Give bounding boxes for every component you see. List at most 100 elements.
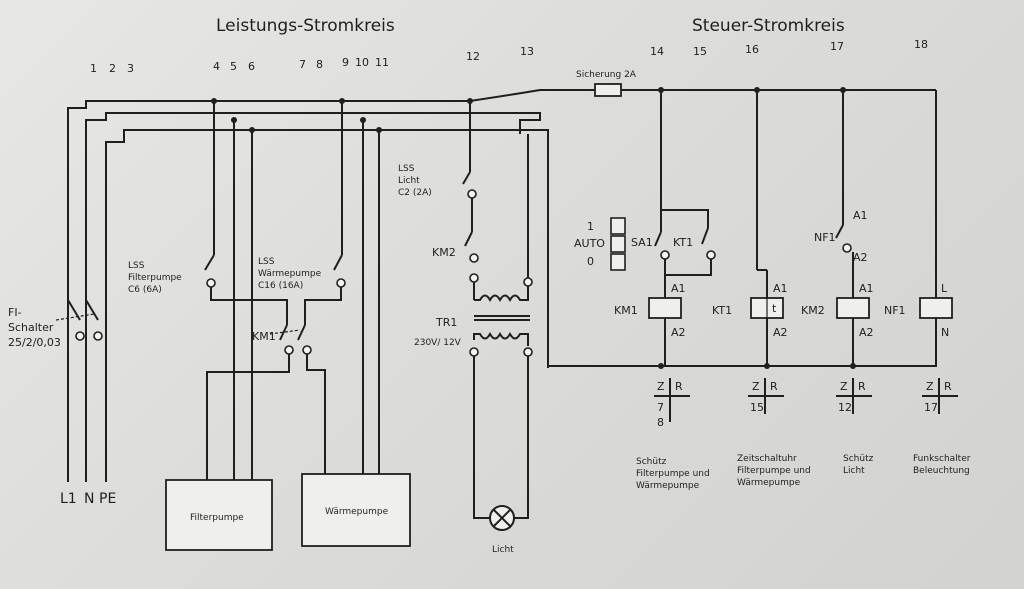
column-number: 12 [466, 50, 480, 63]
lss-heat-label-line1: LSS [258, 257, 275, 267]
column-number: 1 [90, 62, 97, 75]
contact-reference-km2 [836, 378, 872, 414]
kt1-coil-a2: A2 [773, 326, 788, 339]
contact-reference-kt1 [748, 378, 784, 414]
nf1-coil [919, 297, 953, 319]
km1-ref-z: Z [657, 380, 665, 393]
lss-heat-label-line2: Wärmepumpe [258, 269, 322, 279]
km1-coil-a2: A2 [671, 326, 686, 339]
km1-ref-value-b: 8 [657, 416, 664, 429]
nf1-coil-label: NF1 [884, 304, 906, 317]
kt1-desc-line1: Zeitschaltuhr [737, 454, 797, 464]
supply-label-n: N [84, 491, 94, 507]
column-number: 7 [299, 58, 306, 71]
column-number: 17 [830, 40, 844, 53]
column-number: 8 [316, 58, 323, 71]
kt1-coil-label: KT1 [712, 304, 732, 317]
km1-desc-line1: Schütz [636, 457, 667, 467]
kt1-ref-z: Z [752, 380, 760, 393]
km1-desc-line3: Wärmepumpe [636, 481, 700, 491]
lss-filter-label-line1: LSS [128, 261, 145, 271]
km2-coil [836, 297, 870, 319]
control-circuit-heading: Steuer-Stromkreis [692, 16, 845, 36]
km1-coil-label: KM1 [614, 304, 638, 317]
km2-coil-label: KM2 [801, 304, 825, 317]
timer-symbol: t [772, 302, 777, 315]
column-number: 6 [248, 60, 255, 73]
lamp-label: Licht [492, 545, 514, 555]
heat-pump-label: Wärmepumpe [325, 507, 389, 517]
km2-desc-line2: Licht [843, 466, 865, 476]
nf1-ref-r: R [944, 380, 952, 393]
supply-label-pe: PE [99, 491, 116, 507]
lss-light-label-line1: LSS [398, 164, 415, 174]
contact-reference-km1 [654, 378, 690, 422]
column-number: 13 [520, 45, 534, 58]
nf1-ref-value: 17 [924, 401, 938, 414]
km1-power-label: KM1 [252, 330, 276, 343]
kt1-coil-a1: A1 [773, 282, 788, 295]
km2-ref-value: 12 [838, 401, 852, 414]
column-number: 18 [914, 38, 928, 51]
column-number: 3 [127, 62, 134, 75]
kt1-contact-label: KT1 [673, 236, 693, 249]
fi-label-line2: Schalter [8, 321, 54, 334]
nf1-desc-line2: Beleuchtung [913, 466, 970, 476]
lss-filter-label-line3: C6 (6A) [128, 285, 162, 295]
selector-switch [610, 217, 626, 271]
supply-wiring [67, 89, 937, 482]
nf1-contact-label: NF1 [814, 231, 836, 244]
selector-pos-1: 1 [587, 220, 594, 233]
kt1-ref-value: 15 [750, 401, 764, 414]
column-number: 10 [355, 56, 369, 69]
column-number: 14 [650, 45, 664, 58]
column-number: 9 [342, 56, 349, 69]
column-number: 15 [693, 45, 707, 58]
nf1-desc-line1: Funkschalter [913, 454, 971, 464]
km1-desc-line2: Filterpumpe und [636, 469, 710, 479]
column-number: 4 [213, 60, 220, 73]
km1-ref-r: R [675, 380, 683, 393]
sa1-label: SA1 [631, 236, 653, 249]
nf1-coil-l: L [941, 282, 948, 295]
lss-heat-label-line3: C16 (16A) [258, 281, 303, 291]
lss-filter-label-line2: Filterpumpe [128, 273, 182, 283]
column-number: 11 [375, 56, 389, 69]
nf1-coil-n: N [941, 326, 949, 339]
transformer-name: TR1 [435, 316, 457, 329]
supply-label-l1: L1 [60, 491, 77, 507]
kt1-desc-line2: Filterpumpe und [737, 466, 811, 476]
kt1-desc-line3: Wärmepumpe [737, 478, 801, 488]
column-number: 16 [745, 43, 759, 56]
km2-coil-a2: A2 [859, 326, 874, 339]
fuse-symbol [594, 83, 622, 97]
km2-coil-a1: A1 [859, 282, 874, 295]
km1-ref-value-a: 7 [657, 401, 664, 414]
selector-pos-0: 0 [587, 255, 594, 268]
nf1-contact-a2: A2 [853, 251, 868, 264]
fuse-label: Sicherung 2A [576, 70, 637, 80]
light-branch [462, 101, 533, 531]
km1-coil-a1: A1 [671, 282, 686, 295]
fi-label-line1: FI- [8, 306, 22, 319]
filter-pump-box [165, 479, 273, 551]
column-number: 5 [230, 60, 237, 73]
filter-pump-branch [204, 101, 326, 480]
heat-pump-branch [304, 101, 380, 480]
km2-desc-line1: Schütz [843, 454, 874, 464]
selector-pos-auto: AUTO [574, 237, 605, 250]
heat-pump-box [301, 473, 411, 547]
km2-ref-z: Z [840, 380, 848, 393]
fi-label-line3: 25/2/0,03 [8, 336, 61, 349]
transformer-rating: 230V/ 12V [414, 338, 462, 348]
power-circuit-heading: Leistungs-Stromkreis [216, 16, 395, 36]
nf1-ref-z: Z [926, 380, 934, 393]
lss-light-label-line2: Licht [398, 176, 420, 186]
contact-reference-nf1 [922, 378, 958, 414]
filter-pump-label: Filterpumpe [190, 513, 244, 523]
km2-power-label: KM2 [432, 246, 456, 259]
column-number: 2 [109, 62, 116, 75]
control-wiring [548, 90, 937, 367]
